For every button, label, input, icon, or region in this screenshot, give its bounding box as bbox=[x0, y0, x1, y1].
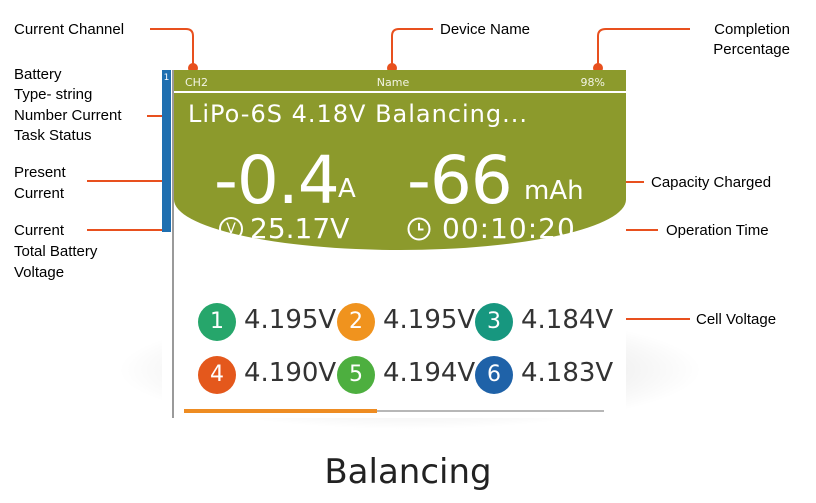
annotation-battery-line1: Battery bbox=[14, 66, 62, 83]
mode-title: Balancing bbox=[324, 452, 492, 492]
capacity-unit: mAh bbox=[524, 176, 584, 206]
cell-3-voltage: 4.184V bbox=[521, 305, 614, 335]
progress-fill bbox=[184, 409, 377, 413]
total-voltage: 25.17V bbox=[250, 212, 350, 245]
clock-icon bbox=[407, 217, 431, 241]
cell-6-voltage: 4.183V bbox=[521, 358, 614, 388]
annotation-voltage-line2: Total Battery bbox=[14, 243, 98, 260]
task-status: LiPo-6S 4.18V Balancing... bbox=[188, 100, 529, 128]
voltage-icon: V bbox=[219, 217, 243, 241]
cell-4-voltage: 4.190V bbox=[244, 358, 337, 388]
cell-1-badge: 1 bbox=[198, 303, 236, 341]
current-unit: A bbox=[338, 174, 356, 204]
annotation-capacity-charged: Capacity Charged bbox=[651, 174, 772, 191]
cell-2-voltage: 4.195V bbox=[383, 305, 476, 335]
cell-3-badge: 3 bbox=[475, 303, 513, 341]
capacity-value: -66 bbox=[407, 142, 513, 219]
channel-side-tab bbox=[162, 70, 171, 232]
status-bar-divider bbox=[174, 91, 626, 93]
cell-6-badge: 6 bbox=[475, 356, 513, 394]
side-divider bbox=[172, 70, 174, 418]
annotation-operation-time: Operation Time bbox=[666, 222, 769, 239]
annotation-cell-voltage: Cell Voltage bbox=[696, 311, 777, 328]
callout-completion-line bbox=[597, 28, 690, 68]
cell-5-badge: 5 bbox=[337, 356, 375, 394]
progress-track bbox=[184, 410, 604, 412]
cell-5-voltage: 4.194V bbox=[383, 358, 476, 388]
annotation-present-line2: Current bbox=[14, 185, 65, 202]
annotation-completion-line1: Completion bbox=[714, 21, 790, 38]
annotation-battery-line3: Number Current bbox=[14, 107, 122, 124]
device-name: Name bbox=[376, 76, 410, 89]
status-panel bbox=[174, 70, 626, 250]
callout-name-line bbox=[391, 28, 433, 68]
cell-2-badge: 2 bbox=[337, 303, 375, 341]
annotation-current-channel: Current Channel bbox=[14, 21, 125, 38]
device-screen: 1 CH2 Name 98% LiPo-6S 4.18V Balancing..… bbox=[162, 70, 626, 418]
annotation-completion-line2: Percentage bbox=[713, 41, 790, 58]
annotation-device-name: Device Name bbox=[440, 21, 531, 38]
current-value: -0.4 bbox=[214, 142, 340, 219]
annotation-present-line1: Present bbox=[14, 164, 66, 181]
annotation-battery-line2: Type- string bbox=[14, 86, 93, 103]
channel-label: CH2 bbox=[185, 76, 208, 89]
annotation-battery-line4: Task Status bbox=[14, 127, 92, 144]
cell-1-voltage: 4.195V bbox=[244, 305, 337, 335]
annotation-voltage-line3: Voltage bbox=[14, 264, 65, 281]
completion-percentage: 98% bbox=[580, 76, 605, 89]
channel-index: 1 bbox=[163, 73, 170, 83]
annotation-voltage-line1: Current bbox=[14, 222, 65, 239]
cell-4-badge: 4 bbox=[198, 356, 236, 394]
operation-time: 00:10:20 bbox=[442, 212, 576, 245]
callout-channel-line bbox=[150, 28, 194, 68]
